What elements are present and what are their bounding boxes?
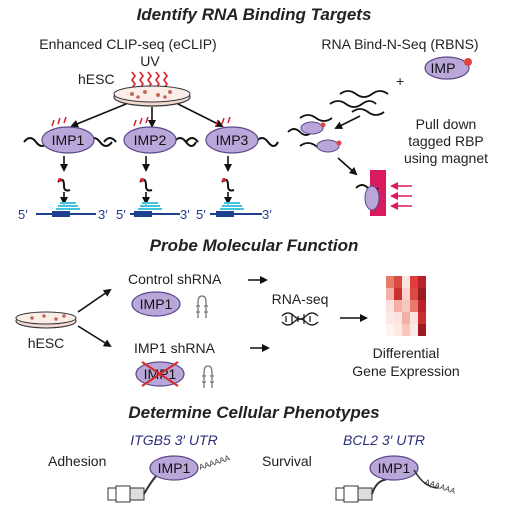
uv-label: UV xyxy=(140,53,160,69)
petri-dish-icon xyxy=(15,311,77,329)
eclip-imp3-complex: IMP3 xyxy=(185,116,279,154)
eclip-imp2-complex: IMP2 xyxy=(103,116,197,154)
pull-down-line-2: tagged RBP xyxy=(408,133,484,149)
three-prime-label: 3′ xyxy=(98,207,108,222)
polya-tail-label: AAAAAA xyxy=(198,453,232,472)
function-cell-label: hESC xyxy=(28,335,65,351)
adhesion-protein-label: IMP1 xyxy=(158,460,191,476)
plus-sign: + xyxy=(396,73,404,89)
knockdown-shrna-label: IMP1 shRNA xyxy=(134,340,216,356)
section-title-identify: Identify RNA Binding Targets xyxy=(137,5,372,24)
adhesion-label: Adhesion xyxy=(48,453,106,469)
rna-pool-icon xyxy=(287,90,389,150)
hairpin-icon xyxy=(202,365,214,388)
survival-protein-label: IMP1 xyxy=(378,460,411,476)
survival-label: Survival xyxy=(262,453,312,469)
petri-dish-icon xyxy=(113,85,191,107)
uv-rays-icon xyxy=(131,71,168,89)
knockdown-imp1-protein: IMP1 xyxy=(135,361,185,387)
eclip-protein-label: IMP3 xyxy=(216,132,249,148)
bcl2-utr-label: BCL2 3′ UTR xyxy=(343,432,425,448)
three-prime-label: 3′ xyxy=(262,207,272,222)
control-shrna-label: Control shRNA xyxy=(128,271,222,287)
polya-tail-label: AAAAAA xyxy=(423,477,457,496)
eclip-down-arrows xyxy=(60,156,232,172)
rnaseq-double-strand-icon xyxy=(281,312,319,326)
eclip-title: Enhanced CLIP-seq (eCLIP) xyxy=(39,36,216,52)
rbns-protein: IMP xyxy=(424,56,472,80)
survival-mrna-complex: IMP1 AAAAAA xyxy=(335,455,457,503)
adhesion-mrna-complex: IMP1 AAAAAA xyxy=(107,453,232,503)
read-pileup-2 xyxy=(130,202,180,217)
section-title-probe: Probe Molecular Function xyxy=(150,236,359,255)
expression-heatmap xyxy=(386,276,426,336)
five-prime-label: 5′ xyxy=(116,207,126,222)
rna-fragment-icons xyxy=(57,178,235,192)
five-prime-label: 5′ xyxy=(18,207,28,222)
eclip-cell-label: hESC xyxy=(78,71,115,87)
result-line-2: Gene Expression xyxy=(352,363,459,379)
magnet-bead-icon xyxy=(355,170,412,216)
result-line-1: Differential xyxy=(373,345,440,361)
eclip-protein-label: IMP1 xyxy=(52,132,85,148)
eclip-protein-label: IMP2 xyxy=(134,132,167,148)
rbns-protein-label: IMP xyxy=(431,60,456,76)
read-pileup-1 xyxy=(36,202,96,217)
section-title-determine: Determine Cellular Phenotypes xyxy=(128,403,379,422)
read-pileup-3 xyxy=(210,202,262,217)
five-prime-label: 5′ xyxy=(196,207,206,222)
hairpin-icon xyxy=(196,295,208,318)
rbns-title: RNA Bind-N-Seq (RBNS) xyxy=(321,36,478,52)
eclip-split-arrows xyxy=(70,103,224,128)
pull-down-line-1: Pull down xyxy=(416,116,477,132)
eclip-down-arrows-2 xyxy=(60,192,232,205)
pull-down-line-3: using magnet xyxy=(404,150,488,166)
eclip-imp1-complex: IMP1 xyxy=(23,116,113,154)
control-imp1-protein: IMP1 xyxy=(131,291,181,317)
three-prime-label: 3′ xyxy=(180,207,190,222)
rnaseq-label: RNA-seq xyxy=(272,291,329,307)
control-protein-label: IMP1 xyxy=(140,296,173,312)
itgb5-utr-label: ITGB5 3′ UTR xyxy=(130,432,217,448)
rbns-bound-complex xyxy=(300,121,342,153)
